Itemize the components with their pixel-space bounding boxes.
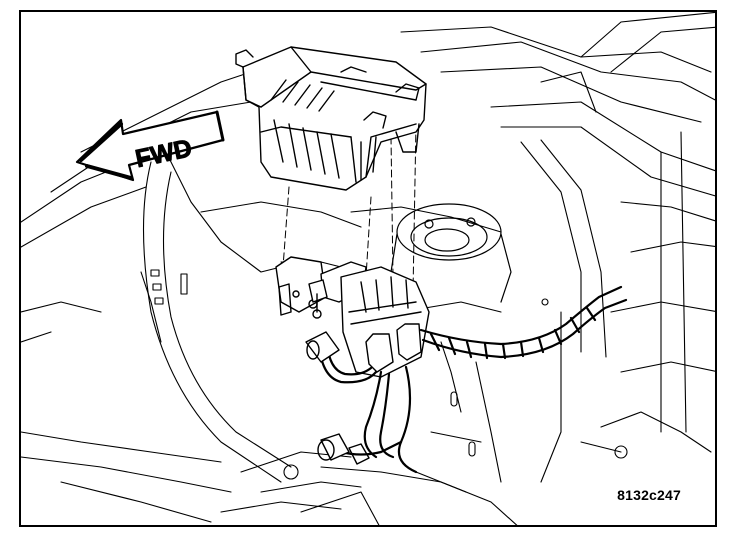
figure-id-label: 8132c247 (617, 487, 681, 503)
module-cover (235, 46, 427, 191)
wiring-harness (317, 285, 628, 474)
assembly-illustration: FWD (21, 12, 715, 525)
ground-connector (305, 279, 370, 465)
forward-arrow-icon: FWD (75, 110, 225, 182)
mounting-bracket (275, 256, 430, 378)
diagram-frame: FWD 8132c247 (19, 10, 717, 527)
